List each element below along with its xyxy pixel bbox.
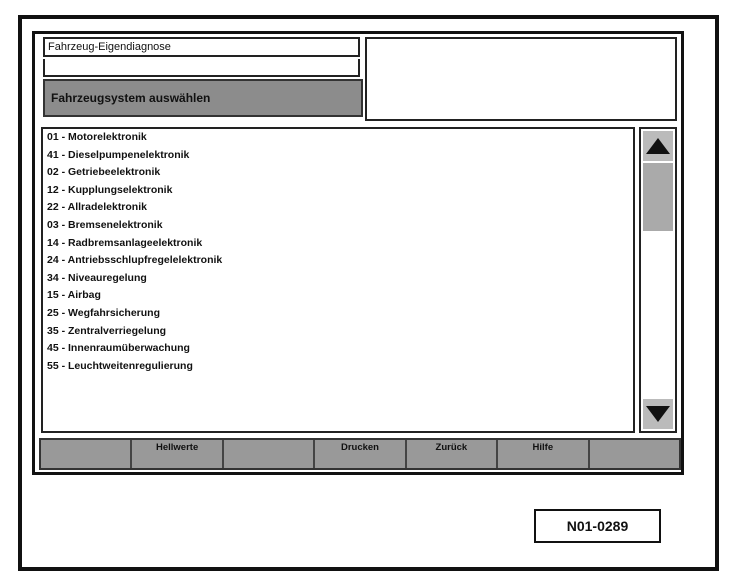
system-list-item[interactable]: 15 - Airbag [47,289,101,302]
system-list-item[interactable]: 45 - Innenraumüberwachung [47,342,190,355]
function-button[interactable]: Hellwerte [132,440,224,468]
title-subfield [43,59,360,77]
system-list-item[interactable]: 01 - Motorelektronik [47,131,147,143]
scroll-thumb[interactable] [643,163,673,231]
function-button[interactable]: Zurück [407,440,499,468]
system-list-item[interactable]: 35 - Zentralverriegelung [47,324,167,337]
system-list-item[interactable]: 12 - Kupplungselektronik [47,183,173,196]
system-list-item[interactable]: 03 - Bremsenelektronik [47,218,163,231]
figure-label: N01-0289 [534,509,661,543]
function-button[interactable] [590,440,679,468]
function-button[interactable]: Drucken [315,440,407,468]
system-list-item[interactable]: 55 - Leuchtweitenregulierung [47,359,193,372]
system-list-item[interactable]: 24 - Antriebsschlupfregelelektronik [47,254,223,267]
system-list-item[interactable]: 41 - Dieselpumpenelektronik [47,148,190,161]
info-panel [365,37,677,121]
system-list: 01 - Motorelektronik 41 - Dieselpumpenele… [41,127,635,433]
system-list-item[interactable]: 34 - Niveauregelung [47,271,147,284]
list-scrollbar[interactable] [639,127,677,433]
system-list-item[interactable]: 14 - Radbremsanlageelektronik [47,236,203,249]
system-list-item[interactable]: 22 - Allradelektronik [47,201,147,214]
diagnostic-screen: Fahrzeug-Eigendiagnose Fahrzeugsystem au… [32,31,684,475]
window-title: Fahrzeug-Eigendiagnose [43,37,360,57]
function-button[interactable] [41,440,133,468]
scroll-down-arrow-icon[interactable] [643,399,673,429]
system-list-item[interactable]: 25 - Wegfahrsicherung [47,306,160,319]
function-button[interactable]: Hilfe [498,440,590,468]
selection-heading: Fahrzeugsystem auswählen [43,79,363,117]
scroll-up-arrow-icon[interactable] [643,131,673,161]
system-list-item[interactable]: 02 - Getriebeelektronik [47,166,161,179]
function-button[interactable] [224,440,316,468]
